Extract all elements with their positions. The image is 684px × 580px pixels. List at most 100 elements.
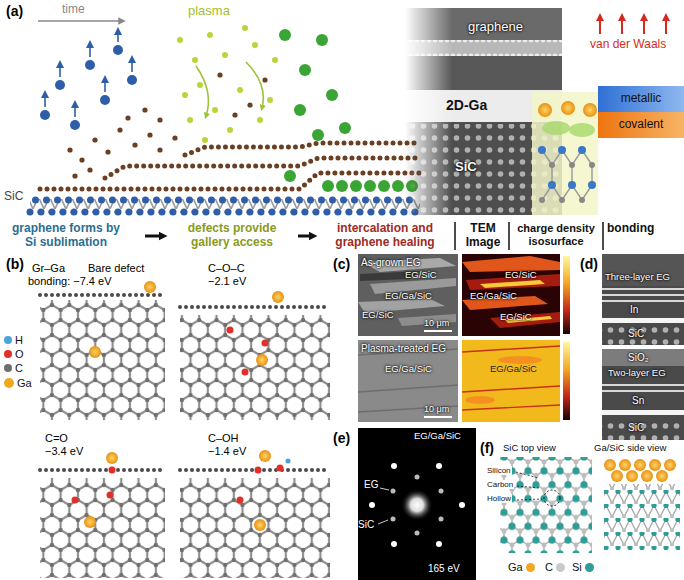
dft-structures-part bbox=[40, 478, 165, 578]
column-caption: TEM Image bbox=[458, 222, 508, 250]
sic-substrate bbox=[30, 199, 420, 213]
structure-label: Bare defect bbox=[88, 262, 144, 275]
graphene-layers-part bbox=[40, 173, 420, 189]
sic-top-view-part-part bbox=[517, 499, 542, 500]
si-sublimation-part bbox=[40, 110, 50, 120]
gallium-atoms-part bbox=[378, 180, 390, 192]
legend-text: H bbox=[15, 334, 23, 347]
sic-top-view-part bbox=[500, 457, 592, 553]
dft-structures-part bbox=[106, 452, 118, 464]
graphene-layers bbox=[40, 143, 420, 189]
legend-text: C bbox=[545, 561, 553, 574]
sem-plasma-part bbox=[424, 416, 452, 418]
map-as-grown-part bbox=[563, 256, 570, 334]
gallium-atoms bbox=[279, 29, 418, 192]
charge-density-isosurface-part bbox=[558, 146, 566, 154]
region-label: EG/Ga/SiC bbox=[385, 364, 432, 375]
ga-sic-side-view-part bbox=[604, 459, 616, 471]
step-caption: intercalation and graphene healing bbox=[318, 222, 452, 250]
plasma-cloud-part bbox=[267, 97, 273, 103]
map-plasma-part bbox=[462, 340, 560, 422]
legend-item: C bbox=[545, 561, 565, 574]
ga-sic-side-view-part bbox=[649, 459, 661, 471]
vdw-arrows-part bbox=[665, 17, 667, 34]
charge-density-isosurface-part bbox=[588, 181, 596, 189]
bonding-label: van der Waals bbox=[590, 38, 666, 52]
dft-structures-part-part bbox=[40, 468, 165, 472]
si-sublimation-part bbox=[104, 79, 106, 92]
tem-tin-part bbox=[602, 410, 684, 415]
leed-pattern-part-part bbox=[439, 517, 444, 522]
plasma-cloud-part bbox=[197, 82, 203, 88]
map-as-grown-part bbox=[462, 254, 560, 336]
caption-separators-part bbox=[454, 222, 456, 250]
sem-as-grown-part bbox=[424, 330, 452, 332]
vdw-arrows-part bbox=[599, 17, 601, 34]
tem-indium bbox=[602, 254, 684, 345]
tem-tin-part bbox=[602, 417, 684, 440]
si-sublimation-part bbox=[70, 120, 80, 130]
leed-pattern-part-part bbox=[391, 463, 397, 469]
legend-text: Ga bbox=[508, 561, 523, 574]
plasma-cloud-part bbox=[237, 87, 243, 93]
map-plasma-part bbox=[465, 396, 495, 404]
legend-swatch bbox=[4, 350, 12, 358]
graphene-layers-part bbox=[105, 158, 420, 178]
region-label: EG/SiC bbox=[505, 270, 537, 281]
dft-structures-part bbox=[259, 450, 271, 462]
sic-top-view bbox=[500, 457, 592, 553]
leed-pattern-part bbox=[380, 488, 389, 490]
axis-label: time bbox=[62, 3, 85, 17]
scale-bar-label: 10 μm bbox=[424, 404, 449, 414]
vdw-arrows bbox=[600, 17, 666, 34]
dft-structures-part bbox=[89, 346, 101, 358]
forming-carbon-part bbox=[67, 147, 72, 152]
time-arrow-part bbox=[38, 20, 122, 22]
caption-arrows-part bbox=[298, 235, 313, 238]
sem-plasma-part bbox=[358, 349, 458, 412]
sem-as-grown-part bbox=[358, 254, 458, 336]
view-label: Ga/SiC side view bbox=[594, 443, 666, 454]
dft-structures-part bbox=[180, 315, 330, 420]
step-caption: graphene forms by Si sublimation bbox=[10, 222, 122, 250]
leed-pattern-part-part bbox=[391, 489, 396, 494]
layer-label: SiC bbox=[628, 328, 644, 340]
region-label: EG/SiC bbox=[362, 310, 394, 321]
leed-pattern-part bbox=[378, 520, 388, 524]
tem-indium-part bbox=[602, 300, 684, 302]
forming-carbon-part bbox=[105, 149, 110, 154]
legend-item: O bbox=[4, 348, 24, 361]
leed-pattern-part bbox=[391, 475, 444, 536]
sic-top-view-part-part bbox=[516, 472, 538, 478]
band-label: metallic bbox=[621, 92, 662, 106]
tem-tin-part bbox=[602, 349, 684, 366]
tem-indium-part bbox=[602, 326, 684, 345]
band-label: covalent bbox=[619, 118, 664, 132]
sem-as-grown bbox=[358, 254, 458, 336]
region-label: EG/SiC bbox=[405, 270, 437, 281]
bonding-band: covalent bbox=[598, 112, 684, 138]
legend-item: C bbox=[4, 362, 23, 375]
charge-density-isosurface-part bbox=[542, 150, 592, 200]
structure-label: C–OH bbox=[208, 432, 239, 445]
charge-density-isosurface bbox=[532, 92, 598, 215]
gallium-atoms-part bbox=[336, 180, 348, 192]
charge-density-isosurface-part bbox=[589, 162, 595, 168]
legend-item: Si bbox=[572, 561, 594, 574]
map-plasma bbox=[462, 340, 570, 422]
dft-structures-part bbox=[242, 369, 249, 376]
charge-density-isosurface-part bbox=[532, 92, 598, 215]
image-title: As-grown EG bbox=[361, 257, 420, 269]
forming-carbon-part bbox=[132, 142, 137, 147]
map-as-grown bbox=[462, 254, 570, 336]
image-title: Plasma-treated EG bbox=[361, 343, 446, 355]
site-label: Carbon bbox=[486, 480, 514, 489]
charge-density-isosurface-part bbox=[561, 101, 575, 115]
si-sublimation bbox=[40, 31, 137, 130]
dft-structures-part bbox=[40, 295, 330, 470]
panel-letter: (b) bbox=[6, 256, 24, 272]
legend-item: H bbox=[4, 334, 23, 347]
plasma-cloud-part bbox=[252, 42, 258, 48]
